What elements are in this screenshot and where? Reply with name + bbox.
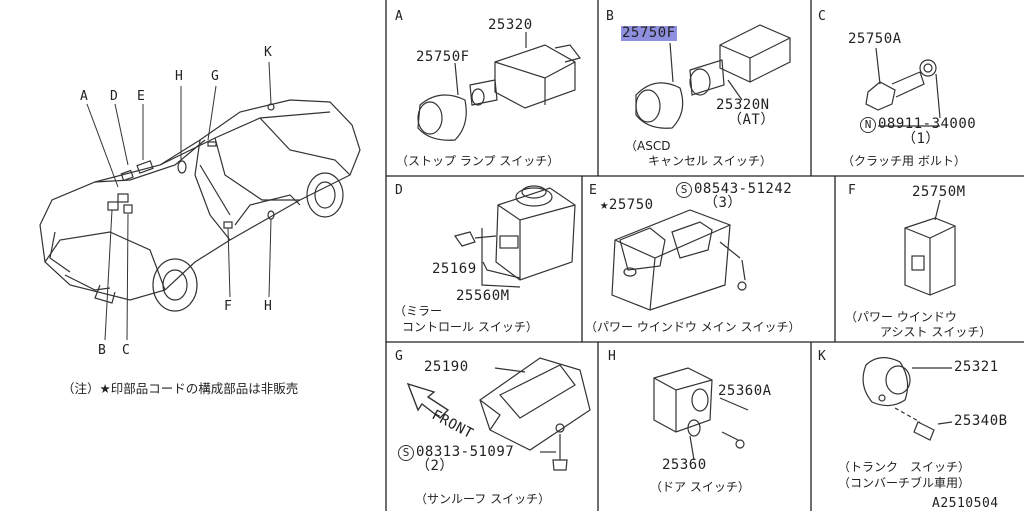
panel-k-letter: K (818, 349, 826, 364)
car-label-h-top: H (175, 69, 183, 84)
panel-k-art (862, 357, 953, 441)
panel-d-part-25169: 25169 (432, 261, 477, 277)
panel-d-caption-1: （ミラー (394, 304, 443, 318)
panel-a-art (417, 32, 582, 141)
car-note: （注）★印部品コードの構成部品は非販売 (62, 381, 299, 396)
panel-b-part-at: （AT） (728, 112, 775, 128)
panel-b-caption: キャンセル スイッチ） (648, 154, 772, 168)
panel-c-qty: （1） (902, 131, 940, 147)
panel-k-caption-2: （コンバーチブル車用） (838, 476, 971, 490)
car-label-d: D (110, 89, 118, 104)
panel-h-letter: H (608, 349, 616, 364)
screw-symbol-icon: S (398, 445, 414, 461)
car-label-b: B (98, 343, 106, 358)
panel-e-part-25750: ★25750 (600, 197, 654, 213)
panel-f-letter: F (848, 183, 856, 198)
panel-e-caption: （パワー ウインドウ メイン スイッチ） (585, 320, 801, 334)
panel-a-part-25320: 25320 (488, 17, 533, 33)
car-label-h-bottom: H (264, 299, 272, 314)
panel-b-part-25750f: 25750F (621, 25, 677, 41)
panel-a-part-25750f: 25750F (416, 49, 470, 65)
figure-code: A2510504 (932, 496, 999, 511)
panel-g-art (406, 357, 591, 471)
panel-d-caption-2: コントロール スイッチ） (402, 320, 538, 334)
panel-h-part-25360: 25360 (662, 457, 707, 473)
panel-b-sub: （ASCD (625, 139, 671, 153)
panel-k-part-25340b: 25340B (954, 413, 1008, 429)
panel-e-qty: （3） (704, 195, 742, 211)
panel-grid (385, 0, 1024, 511)
panel-k-part-25321: 25321 (954, 359, 999, 375)
panel-f-caption-1: （パワー ウインドウ (845, 310, 957, 324)
screw-symbol-icon: S (676, 182, 692, 198)
panel-h-art (653, 367, 749, 461)
panel-d-letter: D (395, 183, 403, 198)
car-leader-lines (86, 61, 272, 341)
car-label-a: A (80, 89, 88, 104)
panel-k-caption-1: （トランク スイッチ） (838, 460, 971, 474)
panel-e-art (611, 209, 747, 311)
panel-a-caption: （ストップ ランプ スイッチ） (396, 154, 560, 168)
panel-g-letter: G (395, 349, 403, 364)
panel-f-part-25750m: 25750M (912, 184, 966, 200)
panel-f-caption-2: アシスト スイッチ） (880, 325, 992, 339)
panel-g-qty: （2） (416, 458, 454, 474)
car-label-f: F (224, 299, 232, 314)
panel-b-art (635, 24, 791, 129)
car-label-c: C (122, 343, 130, 358)
car-label-k: K (264, 45, 272, 60)
panel-d-art (454, 185, 576, 288)
panel-c-part-25750a: 25750A (848, 31, 902, 47)
panel-b-letter: B (606, 9, 614, 24)
panel-h-part-25360a: 25360A (718, 383, 772, 399)
panel-a-letter: A (395, 9, 403, 24)
car-label-e: E (137, 89, 145, 104)
nut-symbol-icon: N (860, 117, 876, 133)
car-outline (39, 99, 361, 312)
panel-g-caption: （サンルーフ スイッチ） (415, 492, 551, 506)
car-label-g: G (211, 69, 219, 84)
panel-e-part-08543: 08543-51242 (694, 181, 793, 197)
panel-h-caption: （ドア スイッチ） (650, 480, 750, 494)
panel-c-letter: C (818, 9, 826, 24)
panel-b-part-25320n: 25320N (716, 97, 770, 113)
panel-c-part-08911: 08911-34000 (878, 116, 977, 132)
panel-c-art (865, 47, 941, 127)
panel-g-part-08313: 08313-51097 (416, 444, 515, 460)
panel-e-letter: E (589, 183, 597, 198)
panel-g-part-25190: 25190 (424, 359, 469, 375)
panel-d-part-25560m: 25560M (456, 288, 510, 304)
panel-f-art (904, 199, 956, 296)
panel-c-caption: （クラッチ用 ボルト） (842, 154, 966, 168)
